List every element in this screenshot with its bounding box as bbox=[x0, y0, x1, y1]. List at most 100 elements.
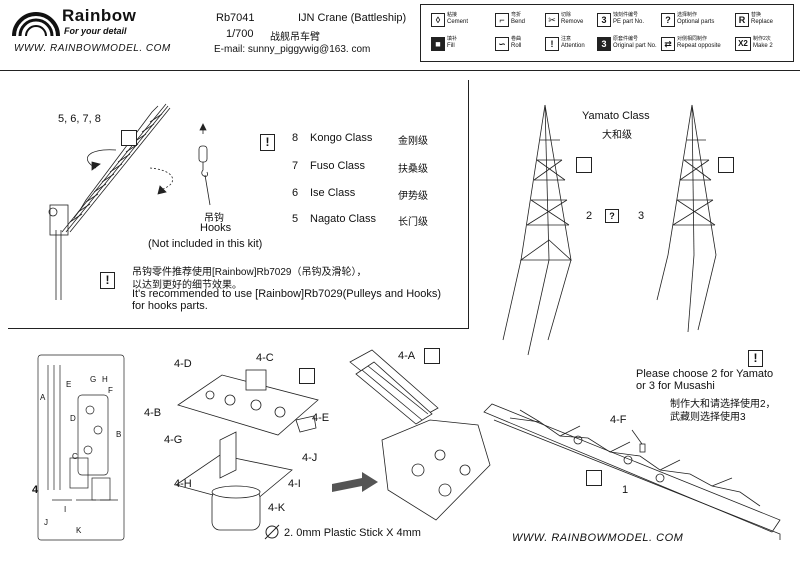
pe-part-number-icon: 3 bbox=[597, 13, 611, 27]
class-cn-ise: 伊势级 bbox=[398, 191, 428, 202]
class-en-nagato: Nagato Class bbox=[310, 213, 377, 225]
fret-letter-c: C bbox=[72, 452, 78, 461]
optional-parts-icon-yamato: ? bbox=[605, 209, 619, 223]
bend-step-icon bbox=[121, 130, 137, 146]
rainbow-logo-icon bbox=[12, 12, 60, 37]
header-bar bbox=[0, 0, 800, 71]
hooks-label: Hooks bbox=[200, 222, 232, 234]
option-3-label: 3 bbox=[638, 210, 645, 222]
product-title: IJN Crane (Battleship) bbox=[298, 12, 407, 24]
step-numbers: 5, 6, 7, 8 bbox=[58, 113, 101, 125]
choose-note-en-1: Please choose 2 for Yamato bbox=[636, 368, 774, 380]
attention-icon: ! bbox=[545, 37, 559, 51]
fret-letter-b: B bbox=[116, 430, 122, 439]
product-scale: 1/700 bbox=[226, 28, 254, 40]
replace-icon: R bbox=[735, 13, 749, 27]
attention-icon-yamato: ! bbox=[748, 350, 763, 367]
part-label-4g: 4-G bbox=[164, 434, 183, 446]
class-en-ise: Ise Class bbox=[310, 187, 356, 199]
product-code: Rb7041 bbox=[216, 12, 255, 24]
not-included-note: (Not included in this kit) bbox=[148, 238, 263, 250]
assembly-arrow-icon bbox=[332, 472, 378, 492]
part-label-4i: 4-I bbox=[288, 478, 301, 490]
repeat-opposite-icon: ⇄ bbox=[661, 37, 675, 51]
fret-letter-d: D bbox=[70, 414, 76, 423]
brand-tagline: For your detail bbox=[64, 26, 127, 36]
choose-note-cn-2: 武藏则选择使用3 bbox=[670, 412, 746, 423]
class-en-kongo: Kongo Class bbox=[310, 132, 373, 144]
yamato-crane-left-drawing bbox=[502, 104, 573, 356]
crane-boom-drawing bbox=[61, 103, 171, 233]
recommend-note-en-1: It's recommended to use [Rainbow]Rb7029(… bbox=[132, 288, 442, 300]
recommend-note-cn-2: 以达到更好的细节效果。 bbox=[132, 280, 242, 291]
fret-letter-k: K bbox=[76, 526, 82, 535]
part-label-4f: 4-F bbox=[610, 414, 627, 426]
roll-icon: ∽ bbox=[495, 37, 509, 51]
class-num-kongo: 8 bbox=[292, 132, 299, 144]
class-cn-kongo: 金刚级 bbox=[398, 136, 428, 147]
part-label-4d: 4-D bbox=[174, 358, 192, 370]
choose-note-cn-1: 制作大和请选择使用2， bbox=[670, 399, 776, 410]
website-header[interactable]: WWW. RAINBOWMODEL. COM bbox=[14, 43, 171, 54]
fret-letter-g: G bbox=[90, 375, 97, 384]
hooks-info-panel bbox=[8, 80, 469, 329]
pe-fret-drawing bbox=[37, 354, 125, 541]
original-part-number-icon: 3 bbox=[597, 37, 611, 51]
class-num-ise: 6 bbox=[292, 187, 299, 199]
fret-letter-a: A bbox=[40, 393, 46, 402]
class-num-nagato: 5 bbox=[292, 213, 299, 225]
attention-icon-note: ! bbox=[100, 272, 115, 289]
remove-icon: ✂ bbox=[545, 13, 559, 27]
crane-post-drawing bbox=[48, 204, 69, 300]
part-label-4b: 4-B bbox=[144, 407, 162, 419]
option-2-label: 2 bbox=[586, 210, 593, 222]
cement-icon: ◊ bbox=[431, 13, 445, 27]
rotation-arrow-icon bbox=[86, 149, 173, 195]
deck-parts-drawing bbox=[175, 369, 319, 531]
main-boom-part-drawing bbox=[483, 403, 781, 540]
hooks-label-cn: 吊钩 bbox=[204, 213, 224, 224]
4-f-part-icon bbox=[639, 443, 646, 453]
website-footer[interactable]: WWW. RAINBOWMODEL. COM bbox=[512, 532, 684, 544]
bend-icon-4c bbox=[299, 368, 315, 384]
class-cn-fuso: 扶桑级 bbox=[398, 164, 428, 175]
bend-icon-yamato-right bbox=[718, 157, 734, 173]
part-label-4j: 4-J bbox=[302, 452, 318, 464]
recommend-note-en-2: for hooks parts. bbox=[132, 300, 208, 312]
class-cn-nagato: 长门级 bbox=[398, 217, 428, 228]
yamato-class-title-cn: 大和级 bbox=[602, 130, 632, 141]
fret-letter-e: E bbox=[66, 380, 72, 389]
part-label-4h: 4-H bbox=[174, 478, 192, 490]
part-label-1: 1 bbox=[622, 484, 629, 496]
attention-icon-classes: ! bbox=[260, 134, 275, 151]
fret-number: 4 bbox=[32, 484, 39, 496]
plastic-stick-note: 2. 0mm Plastic Stick X 4mm bbox=[284, 527, 421, 539]
bend-icon-boom bbox=[586, 470, 602, 486]
product-title-cn: 战舰吊车臂 bbox=[270, 32, 320, 43]
bend-icon: ⌐ bbox=[495, 13, 509, 27]
yamato-class-title: Yamato Class bbox=[582, 110, 650, 122]
brand-name: Rainbow bbox=[62, 6, 137, 25]
bend-icon-4a bbox=[424, 348, 440, 364]
hook-drawing bbox=[198, 123, 211, 206]
assembled-base-drawing bbox=[349, 349, 491, 521]
make-twice-icon: X2 bbox=[735, 37, 751, 51]
yamato-crane-right-drawing bbox=[656, 104, 717, 333]
part-label-4e: 4-E bbox=[312, 412, 330, 424]
bend-icon-yamato-left bbox=[576, 157, 592, 173]
fill-icon: ■ bbox=[431, 37, 445, 51]
optional-parts-icon: ? bbox=[661, 13, 675, 27]
recommend-note-cn-1: 吊钩零件推荐使用[Rainbow]Rb7029（吊钩及滑轮）， bbox=[132, 267, 367, 278]
contact-email[interactable]: E-mail: sunny_piggywig@163. com bbox=[214, 44, 371, 55]
fret-letter-f: F bbox=[108, 386, 113, 395]
part-label-4c: 4-C bbox=[256, 352, 274, 364]
